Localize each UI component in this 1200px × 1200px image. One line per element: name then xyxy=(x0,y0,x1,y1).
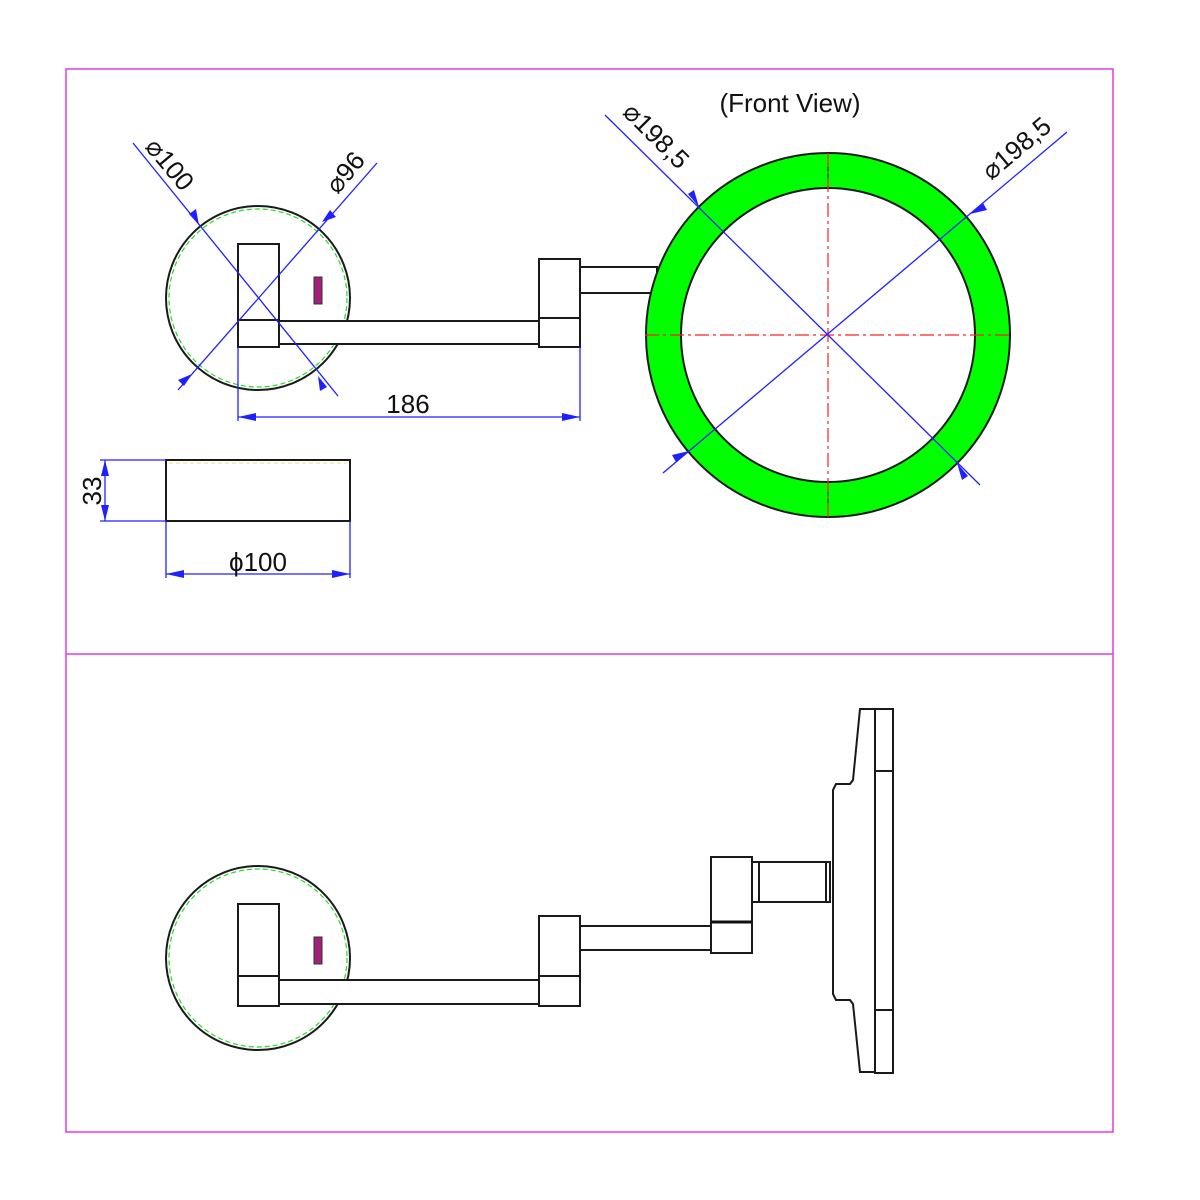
arm-segment-1 xyxy=(278,320,540,345)
dim-mirror-diameter-left: ⌀198,5 xyxy=(617,96,695,174)
upper-arm xyxy=(579,266,658,294)
dim-base-outer-diameter: ⌀100 xyxy=(139,132,200,197)
mirror-front-view xyxy=(604,114,1068,518)
dim-base-inner-diameter: ⌀96 xyxy=(319,145,371,198)
drawing-frame xyxy=(65,68,1114,1133)
base-side-view xyxy=(100,459,351,578)
joint-block xyxy=(538,258,581,348)
dim-arm-length: 186 xyxy=(386,389,429,419)
front-view-title: (Front View) xyxy=(719,88,860,118)
base-inner-dashed xyxy=(168,208,348,388)
top-view xyxy=(132,142,658,421)
base-plate xyxy=(165,205,351,391)
dim-base-width: ϕ100 xyxy=(229,547,287,577)
switch xyxy=(313,276,323,305)
wall-post xyxy=(237,243,280,348)
side-view xyxy=(165,708,894,1074)
dim-base-height: 33 xyxy=(77,477,107,506)
